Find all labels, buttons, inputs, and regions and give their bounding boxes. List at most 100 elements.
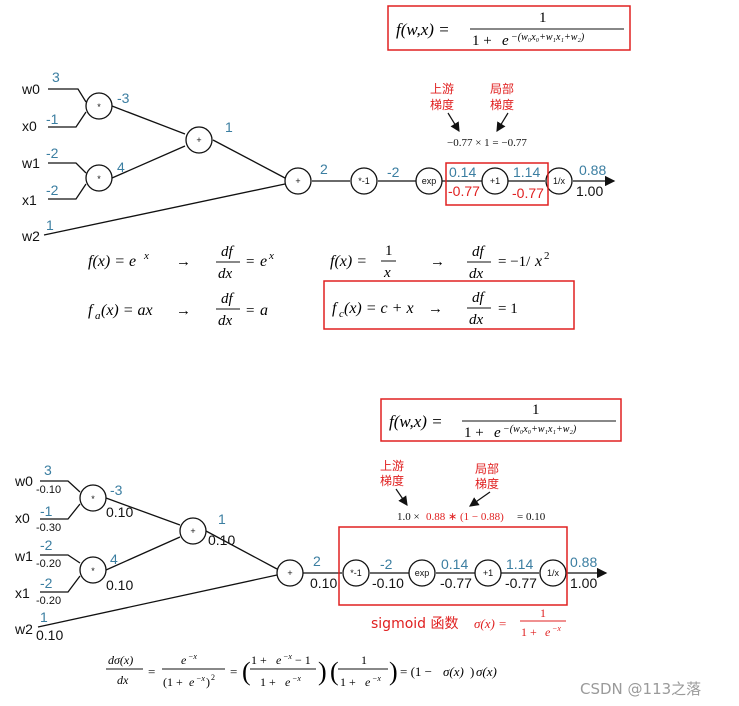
svg-text:df: df (472, 290, 486, 306)
svg-text:): ) (389, 657, 398, 686)
svg-text:+: + (295, 176, 300, 186)
svg-text:1: 1 (540, 606, 546, 620)
svg-text:1/x: 1/x (553, 176, 566, 186)
svg-text:): ) (470, 664, 474, 679)
svg-text:): ) (206, 675, 210, 689)
svg-text:(: ( (330, 657, 339, 686)
svg-text:=: = (246, 303, 254, 319)
svg-text:1/x: 1/x (547, 568, 560, 578)
svg-text:dx: dx (218, 266, 233, 282)
bottom-node-add2: + (276, 559, 304, 587)
svg-text:(: ( (242, 657, 251, 686)
bottom-node-neg: *-1 (342, 559, 370, 587)
svg-text:f(x) = e: f(x) = e (88, 253, 136, 270)
bottom-grad-w2: 0.10 (36, 627, 63, 643)
top-input-w1: w1 (21, 155, 40, 171)
svg-text:−x: −x (196, 674, 205, 683)
bottom-bwd-add2: 0.10 (310, 575, 337, 591)
svg-text:f(w,x) =: f(w,x) = (396, 20, 450, 39)
svg-text:e: e (276, 653, 282, 667)
bottom-node-mul2: * (79, 556, 107, 584)
bottom-upstream-label-2: 梯度 (380, 473, 404, 488)
top-val-w0: 3 (52, 69, 60, 85)
svg-text:*: * (97, 174, 101, 184)
svg-text:−x: −x (283, 652, 292, 661)
top-node-add2: + (284, 167, 312, 195)
svg-text:=: = (246, 254, 254, 270)
bottom-formula: f(w,x) = 1 1 + e −(w₀x₀+w₁x₁+w₂) (380, 398, 622, 442)
top-rule-exp: f(x) = e x → df dx = e x (88, 244, 274, 282)
bottom-upstream-label-1: 上游 (380, 459, 404, 473)
bottom-grad-x0: -0.30 (36, 522, 61, 534)
top-local-label-1: 局部 (490, 81, 514, 96)
svg-text:=: = (148, 664, 155, 679)
svg-text:f(w,x) =: f(w,x) = (389, 412, 443, 431)
svg-text:x: x (143, 250, 149, 262)
svg-text:f(x) =: f(x) = (330, 253, 367, 270)
svg-text:e: e (260, 253, 267, 270)
bottom-val-w1: -2 (40, 537, 53, 553)
svg-text:a: a (95, 310, 101, 322)
bottom-fwd-add2: 2 (313, 553, 321, 569)
bottom-node-mul1: * (79, 484, 107, 512)
svg-text:σ(x) =: σ(x) = (474, 616, 507, 631)
top-local-label-2: 梯度 (490, 97, 514, 112)
svg-text:→: → (176, 254, 191, 270)
svg-text:→: → (428, 301, 443, 317)
bottom-sigmoid-formula: σ(x) = 1 1 + e −x (474, 606, 566, 639)
svg-text:dx: dx (469, 266, 484, 282)
svg-text:f: f (88, 302, 95, 319)
svg-text:*-1: *-1 (358, 176, 370, 186)
svg-text:= −1/: = −1/ (498, 254, 531, 270)
svg-text:(x) = ax: (x) = ax (101, 302, 153, 319)
bottom-local-label-1: 局部 (475, 461, 499, 476)
svg-text:x: x (534, 253, 542, 270)
bottom-val-w0: 3 (44, 462, 52, 478)
svg-text:+: + (196, 135, 201, 145)
top-val-w2: 1 (46, 217, 54, 233)
svg-text:e: e (189, 675, 195, 689)
svg-text:1.0 ×: 1.0 × (397, 511, 420, 523)
top-node-mul1: * (85, 92, 113, 120)
svg-text:1 +: 1 + (472, 33, 492, 49)
top-formula: f(w,x) = 1 1 + e −(w₀x₀+w₁x₁+w₂) (387, 5, 631, 51)
svg-text:→: → (430, 254, 445, 270)
svg-text:− 1: − 1 (295, 653, 311, 667)
svg-text:(1 +: (1 + (163, 675, 183, 689)
bottom-val-x1: -2 (40, 575, 53, 591)
svg-text:1 +: 1 + (340, 675, 356, 689)
top-upstream-label-1: 上游 (430, 82, 454, 96)
svg-text:exp: exp (415, 568, 430, 578)
bottom-grad-w0: -0.10 (36, 484, 61, 496)
svg-text:−x: −x (552, 624, 561, 633)
bottom-val-w2: 1 (40, 609, 48, 625)
svg-text:e: e (285, 675, 291, 689)
svg-text:*: * (91, 494, 95, 504)
bottom-fwd-mul1: -3 (110, 482, 123, 498)
svg-text:+: + (287, 568, 292, 578)
top-bwd-inv: 1.00 (576, 183, 603, 199)
top-rule-scale: f a (x) = ax → df dx = a (88, 291, 268, 329)
svg-text:*: * (97, 102, 101, 112)
bottom-input-x1: x1 (15, 585, 30, 601)
svg-text:x: x (383, 265, 391, 281)
bottom-bwd-plus1: -0.77 (505, 575, 537, 591)
svg-text:2: 2 (211, 673, 215, 682)
bottom-sigmoid-label: sigmoid 函数 (371, 616, 459, 632)
bottom-fwd-mul2: 4 (110, 551, 118, 567)
bottom-node-exp: exp (408, 559, 436, 587)
svg-text:(x) = c + x: (x) = c + x (344, 300, 414, 317)
top-upstream-label-2: 梯度 (430, 97, 454, 112)
top-node-inv: 1/x (545, 167, 573, 195)
svg-text:=: = (230, 664, 237, 679)
top-fwd-inv: 0.88 (579, 162, 606, 178)
svg-text:*-1: *-1 (350, 568, 362, 578)
svg-text:dx: dx (117, 673, 129, 687)
bottom-node-inv: 1/x (539, 559, 567, 587)
svg-text:−(w₀x₀+w₁x₁+w₂): −(w₀x₀+w₁x₁+w₂) (503, 424, 577, 435)
svg-text:): ) (318, 657, 327, 686)
top-bwd-plus1: -0.77 (512, 185, 544, 201)
top-val-x1: -2 (46, 182, 59, 198)
svg-text:dx: dx (218, 313, 233, 329)
